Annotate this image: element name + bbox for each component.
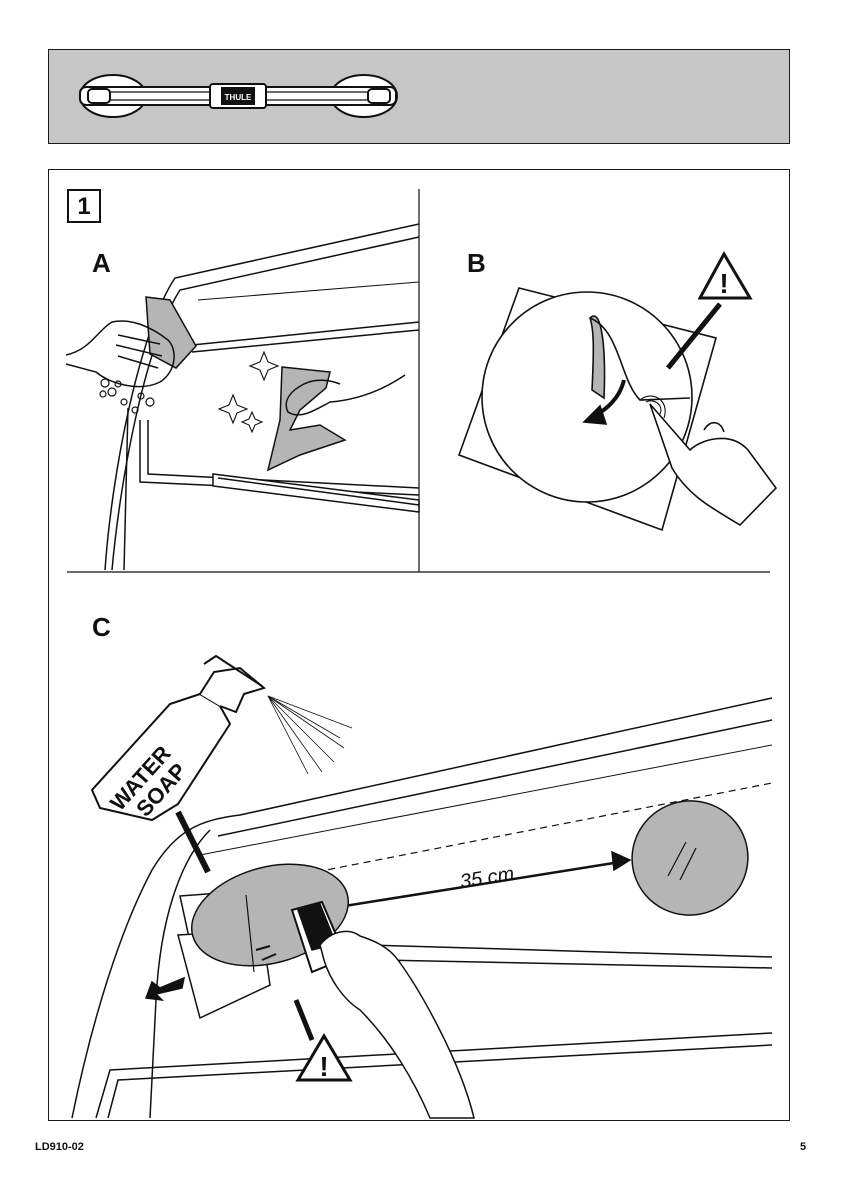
footer-page-number: 5 bbox=[800, 1141, 806, 1153]
panel-c-warning-symbol: ! bbox=[319, 1051, 328, 1082]
panel-b-label: B bbox=[467, 250, 486, 276]
footer-doc-code: LD910-02 bbox=[35, 1141, 84, 1153]
product-suction-bar-icon: THULE bbox=[80, 75, 397, 117]
panel-c-label: C bbox=[92, 614, 111, 640]
panel-c-illustration: WATER SOAP ! 35 cm bbox=[72, 656, 772, 1118]
panel-a-label: A bbox=[92, 250, 111, 276]
panel-a-illustration bbox=[66, 224, 419, 570]
product-brand-text: THULE bbox=[225, 93, 252, 102]
panel-b-warning-symbol: ! bbox=[719, 268, 728, 299]
panel-b-illustration: ! bbox=[459, 254, 776, 530]
distance-label: 35 cm bbox=[458, 863, 515, 893]
step-number-box: 1 bbox=[67, 189, 101, 223]
